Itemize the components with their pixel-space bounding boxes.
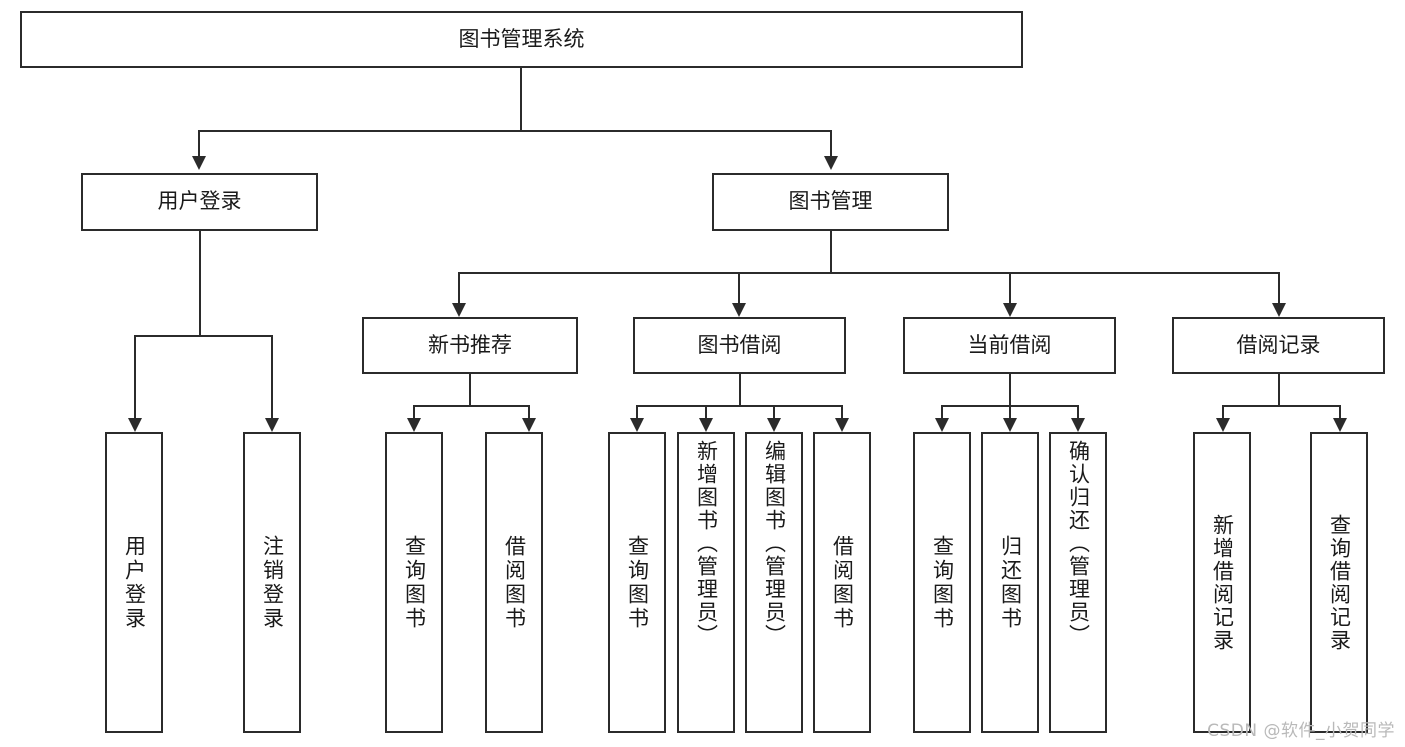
connector-book-borrow-to-leaf-0 bbox=[636, 405, 638, 418]
node-label: 查询借阅记录 bbox=[1327, 513, 1352, 652]
leaf-current-borrow-query[interactable]: 查询图书 bbox=[913, 432, 971, 733]
node-label: 查询图书 bbox=[930, 534, 955, 631]
connector-current-borrow-to-leaf-1 bbox=[1009, 405, 1011, 418]
connector-borrow-record-to-leaf-0 bbox=[1222, 405, 1224, 418]
node-label: 用户登录 bbox=[157, 189, 242, 214]
connector-book-borrow-to-leaf-1 bbox=[705, 405, 707, 418]
node-label: 借阅记录 bbox=[1236, 332, 1321, 357]
node-label: 当前借阅 bbox=[967, 332, 1052, 357]
connector-root-bus bbox=[198, 130, 832, 132]
node-label: 用户登录 bbox=[122, 534, 147, 631]
connector-user-login-to-leaf-1 bbox=[271, 335, 273, 418]
connector-new-book-trunk bbox=[469, 374, 471, 405]
leaf-borrow-record-query[interactable]: 查询借阅记录 bbox=[1310, 432, 1368, 733]
connector-book-manage-bus bbox=[458, 272, 1280, 274]
connector-book-manage-to-child-2 bbox=[1009, 272, 1011, 303]
arrowhead-new-book-leaf-1 bbox=[522, 418, 536, 432]
node-label: 图书管理 bbox=[788, 189, 873, 214]
connector-book-manage-to-child-1 bbox=[738, 272, 740, 303]
connector-user-login-bus bbox=[134, 335, 273, 337]
arrowhead-book-borrow-leaf-2 bbox=[767, 418, 781, 432]
leaf-book-borrow-query[interactable]: 查询图书 bbox=[608, 432, 666, 733]
arrowhead-root-to-book-manage bbox=[824, 156, 838, 170]
connector-borrow-record-to-leaf-1 bbox=[1339, 405, 1341, 418]
connector-book-manage-trunk bbox=[830, 231, 832, 272]
node-book-management[interactable]: 图书管理 bbox=[712, 173, 949, 231]
node-current-borrow[interactable]: 当前借阅 bbox=[903, 317, 1116, 374]
leaf-new-book-borrow[interactable]: 借阅图书 bbox=[485, 432, 543, 733]
connector-book-borrow-to-leaf-3 bbox=[841, 405, 843, 418]
node-label: 查询图书 bbox=[402, 534, 427, 631]
node-new-book-recommend[interactable]: 新书推荐 bbox=[362, 317, 578, 374]
connector-new-book-to-leaf-0 bbox=[413, 405, 415, 418]
node-label: 新增图书（管理员） bbox=[694, 440, 719, 647]
arrowhead-book-manage-child-0 bbox=[452, 303, 466, 317]
connector-borrow-record-bus bbox=[1222, 405, 1340, 407]
node-label: 新书推荐 bbox=[428, 332, 512, 357]
node-label: 归还图书 bbox=[998, 534, 1023, 631]
connector-borrow-record-trunk bbox=[1278, 374, 1280, 405]
node-book-borrow[interactable]: 图书借阅 bbox=[633, 317, 846, 374]
connector-root-to-user-login bbox=[198, 130, 200, 156]
node-label: 借阅图书 bbox=[502, 534, 527, 631]
connector-book-borrow-to-leaf-2 bbox=[773, 405, 775, 418]
node-label: 图书管理系统 bbox=[458, 26, 585, 51]
connector-new-book-to-leaf-1 bbox=[528, 405, 530, 418]
connector-book-borrow-trunk bbox=[739, 374, 741, 405]
leaf-book-borrow-edit[interactable]: 编辑图书（管理员） bbox=[745, 432, 803, 733]
leaf-user-login-logout[interactable]: 注销登录 bbox=[243, 432, 301, 733]
connector-book-manage-to-child-0 bbox=[458, 272, 460, 303]
arrowhead-new-book-leaf-0 bbox=[407, 418, 421, 432]
node-user-login[interactable]: 用户登录 bbox=[81, 173, 318, 231]
arrowhead-book-manage-child-2 bbox=[1003, 303, 1017, 317]
connector-current-borrow-to-leaf-2 bbox=[1077, 405, 1079, 418]
arrowhead-root-to-user-login bbox=[192, 156, 206, 170]
arrowhead-book-borrow-leaf-3 bbox=[835, 418, 849, 432]
connector-current-borrow-to-leaf-0 bbox=[941, 405, 943, 418]
arrowhead-current-borrow-leaf-0 bbox=[935, 418, 949, 432]
connector-user-login-to-leaf-0 bbox=[134, 335, 136, 418]
leaf-current-borrow-return[interactable]: 归还图书 bbox=[981, 432, 1039, 733]
leaf-book-borrow-add[interactable]: 新增图书（管理员） bbox=[677, 432, 735, 733]
connector-root-to-book-manage bbox=[830, 130, 832, 156]
connector-current-borrow-trunk bbox=[1009, 374, 1011, 405]
connector-book-manage-to-child-3 bbox=[1278, 272, 1280, 303]
connector-new-book-bus bbox=[413, 405, 530, 407]
node-borrow-record[interactable]: 借阅记录 bbox=[1172, 317, 1385, 374]
arrowhead-user-login-leaf-1 bbox=[265, 418, 279, 432]
leaf-book-borrow-borrow[interactable]: 借阅图书 bbox=[813, 432, 871, 733]
arrowhead-book-borrow-leaf-0 bbox=[630, 418, 644, 432]
arrowhead-user-login-leaf-0 bbox=[128, 418, 142, 432]
arrowhead-borrow-record-leaf-1 bbox=[1333, 418, 1347, 432]
arrowhead-book-manage-child-3 bbox=[1272, 303, 1286, 317]
arrowhead-book-manage-child-1 bbox=[732, 303, 746, 317]
node-label: 借阅图书 bbox=[830, 534, 855, 631]
node-label: 注销登录 bbox=[260, 534, 285, 631]
connector-root-trunk bbox=[520, 68, 522, 130]
arrowhead-current-borrow-leaf-2 bbox=[1071, 418, 1085, 432]
node-label: 查询图书 bbox=[625, 534, 650, 631]
arrowhead-book-borrow-leaf-1 bbox=[699, 418, 713, 432]
leaf-borrow-record-add[interactable]: 新增借阅记录 bbox=[1193, 432, 1251, 733]
node-label: 确认归还（管理员） bbox=[1066, 440, 1091, 647]
arrowhead-borrow-record-leaf-0 bbox=[1216, 418, 1230, 432]
node-label: 图书借阅 bbox=[697, 332, 782, 357]
node-root-system[interactable]: 图书管理系统 bbox=[20, 11, 1023, 68]
connector-user-login-trunk bbox=[199, 231, 201, 335]
connector-book-borrow-bus bbox=[636, 405, 843, 407]
node-label: 新增借阅记录 bbox=[1210, 513, 1235, 652]
leaf-user-login-login[interactable]: 用户登录 bbox=[105, 432, 163, 733]
arrowhead-current-borrow-leaf-1 bbox=[1003, 418, 1017, 432]
leaf-current-borrow-confirm[interactable]: 确认归还（管理员） bbox=[1049, 432, 1107, 733]
watermark-text: CSDN @软件_小贺同学 bbox=[1207, 721, 1395, 741]
leaf-new-book-query[interactable]: 查询图书 bbox=[385, 432, 443, 733]
node-label: 编辑图书（管理员） bbox=[762, 440, 787, 647]
